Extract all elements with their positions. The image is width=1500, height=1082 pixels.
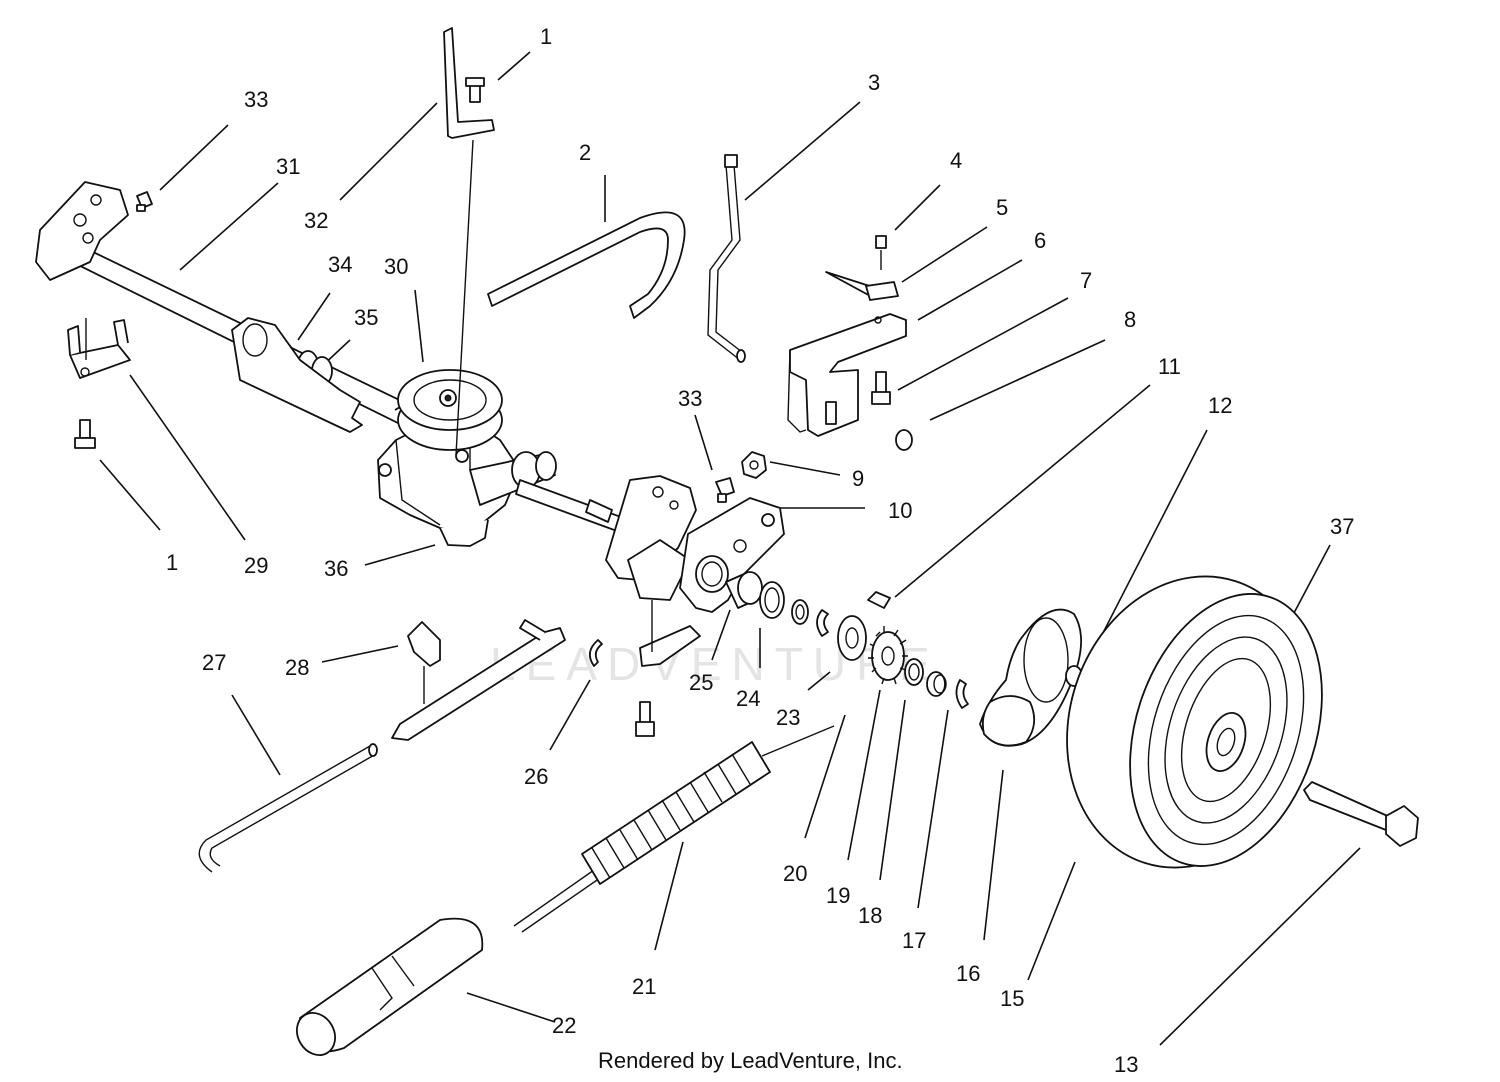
- bolt-33-center: [715, 477, 735, 503]
- bracket-lower: [639, 600, 701, 667]
- drive-pulley: [397, 369, 503, 451]
- label-34: 34: [328, 252, 352, 277]
- nut-9: [741, 451, 767, 479]
- left-axle-bracket: [35, 181, 129, 281]
- ratchet-23: [837, 615, 867, 661]
- label-1-top: 1: [540, 24, 552, 49]
- label-25: 25: [689, 670, 713, 695]
- washer-24: [759, 581, 785, 619]
- bolt-lower: [635, 701, 655, 737]
- wheel-15: [1066, 575, 1323, 869]
- label-10: 10: [888, 498, 912, 523]
- label-31: 31: [276, 154, 300, 179]
- label-17: 17: [902, 928, 926, 953]
- clip-5: [825, 271, 899, 301]
- output-shaft: [515, 479, 641, 539]
- label-22: 22: [552, 1013, 576, 1038]
- label-27: 27: [202, 650, 226, 675]
- handle-grip-22: [296, 917, 484, 1056]
- belt-guide: [487, 211, 686, 319]
- label-6: 6: [1034, 228, 1046, 253]
- label-16: 16: [956, 961, 980, 986]
- bushing-18: [926, 671, 947, 697]
- bushing-25: [725, 571, 763, 609]
- label-8: 8: [1124, 307, 1136, 332]
- ring-26: [588, 639, 603, 667]
- control-rod-3: [707, 154, 746, 363]
- label-7: 7: [1080, 268, 1092, 293]
- bolt-1-top: [465, 77, 485, 103]
- label-24: 24: [736, 686, 760, 711]
- washer-19: [904, 658, 924, 686]
- label-2: 2: [579, 140, 591, 165]
- screw-4: [875, 235, 887, 270]
- label-1-left: 1: [166, 550, 178, 575]
- label-21: 21: [632, 974, 656, 999]
- center-mount-bracket: [231, 317, 363, 433]
- plate-10: [679, 497, 785, 613]
- label-28: 28: [285, 655, 309, 680]
- e-clip-small: [816, 609, 829, 637]
- label-26: 26: [524, 764, 548, 789]
- wheel-bolt-13: [1303, 781, 1419, 847]
- rod-27: [198, 743, 378, 873]
- label-36: 36: [324, 556, 348, 581]
- label-23: 23: [776, 705, 800, 730]
- label-20: 20: [783, 861, 807, 886]
- label-35: 35: [354, 305, 378, 330]
- callout-labels: 1 1 2 3 4 5 6 7 8 9 10 11 12 13 15 16 17…: [166, 24, 1354, 1077]
- label-5: 5: [996, 195, 1008, 220]
- label-33-left: 33: [244, 87, 268, 112]
- label-30: 30: [384, 254, 408, 279]
- bolt-7: [871, 371, 891, 405]
- parts-artwork: [35, 27, 1419, 1056]
- label-15: 15: [1000, 986, 1024, 1011]
- small-bracket-29: [67, 318, 131, 379]
- label-4: 4: [950, 148, 962, 173]
- shift-rod-32: [443, 27, 495, 456]
- spring-21: [513, 725, 835, 933]
- label-37: 37: [1330, 514, 1354, 539]
- e-clip-17: [955, 679, 969, 709]
- hub-cap-16: [979, 608, 1083, 747]
- label-9: 9: [852, 466, 864, 491]
- key-11: [867, 591, 891, 609]
- snap-ring: [791, 599, 809, 625]
- label-12: 12: [1208, 393, 1232, 418]
- label-29: 29: [244, 553, 268, 578]
- label-33-center: 33: [678, 386, 702, 411]
- label-13: 13: [1114, 1052, 1138, 1077]
- label-3: 3: [868, 70, 880, 95]
- bolt-1-left: [74, 419, 96, 449]
- bolt-33-left: [136, 191, 153, 212]
- label-11: 11: [1158, 354, 1181, 379]
- render-credit: Rendered by LeadVenture, Inc.: [598, 1048, 903, 1073]
- label-18: 18: [858, 903, 882, 928]
- clip-28: [407, 621, 441, 704]
- lever-bar: [391, 619, 566, 741]
- pinion-gear-20: [868, 626, 908, 685]
- label-19: 19: [826, 883, 850, 908]
- label-32: 32: [304, 208, 328, 233]
- ratchet-housing: [605, 475, 697, 601]
- nut-8: [895, 429, 913, 451]
- bracket-6: [787, 313, 907, 437]
